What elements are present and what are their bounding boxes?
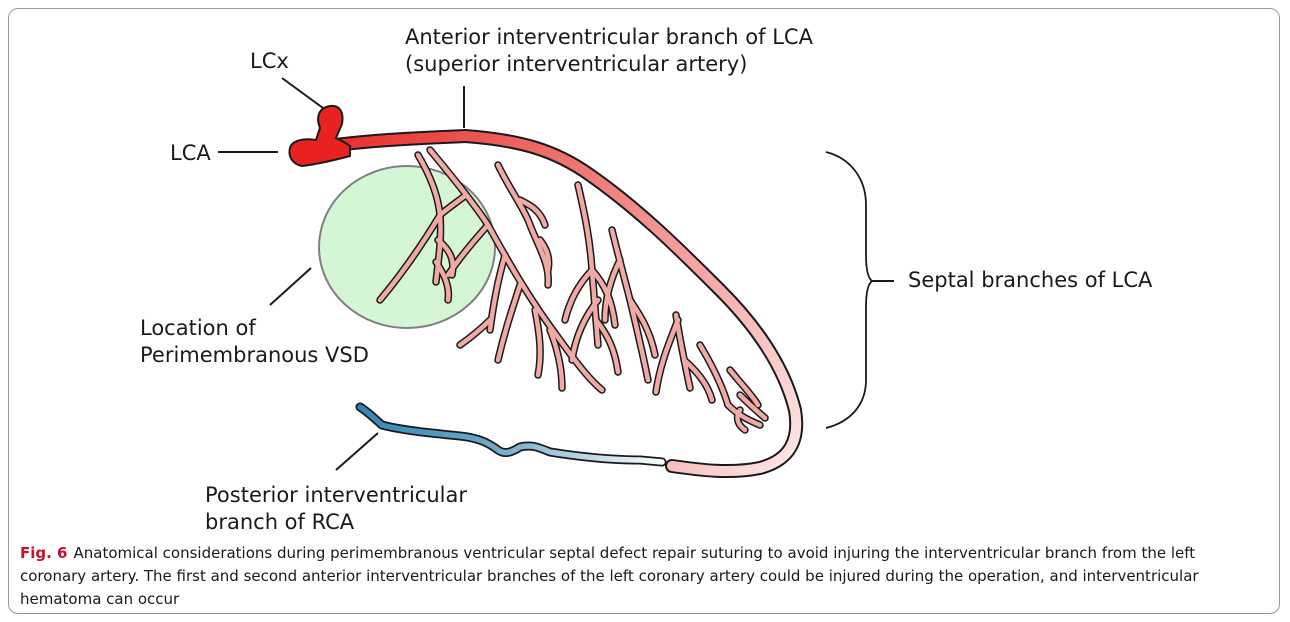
label-vsd-line2: Perimembranous VSD: [140, 342, 369, 369]
label-vsd-line1: Location of: [140, 315, 369, 342]
caption-text: Anatomical considerations during perimem…: [20, 544, 1199, 608]
rca-posterior-branch: [360, 407, 662, 462]
vsd-leader: [270, 268, 311, 305]
label-lca: LCA: [170, 140, 211, 167]
label-anterior-line2: (superior interventricular artery): [405, 51, 813, 78]
label-anterior-line1: Anterior interventricular branch of LCA: [405, 24, 813, 51]
caption-figure-number: Fig. 6: [20, 544, 67, 562]
label-lcx: LCx: [250, 48, 289, 75]
label-vsd-location: Location of Perimembranous VSD: [140, 315, 369, 369]
septal-brace: [826, 152, 872, 428]
label-posterior-branch: Posterior interventricular branch of RCA: [205, 482, 467, 536]
lca-ostium: [290, 106, 351, 166]
label-anterior-branch: Anterior interventricular branch of LCA …: [405, 24, 813, 78]
lcx-leader: [282, 78, 323, 108]
rca-leader: [336, 433, 378, 470]
label-posterior-line2: branch of RCA: [205, 509, 467, 536]
label-posterior-line1: Posterior interventricular: [205, 482, 467, 509]
label-septal-branches: Septal branches of LCA: [908, 267, 1152, 294]
